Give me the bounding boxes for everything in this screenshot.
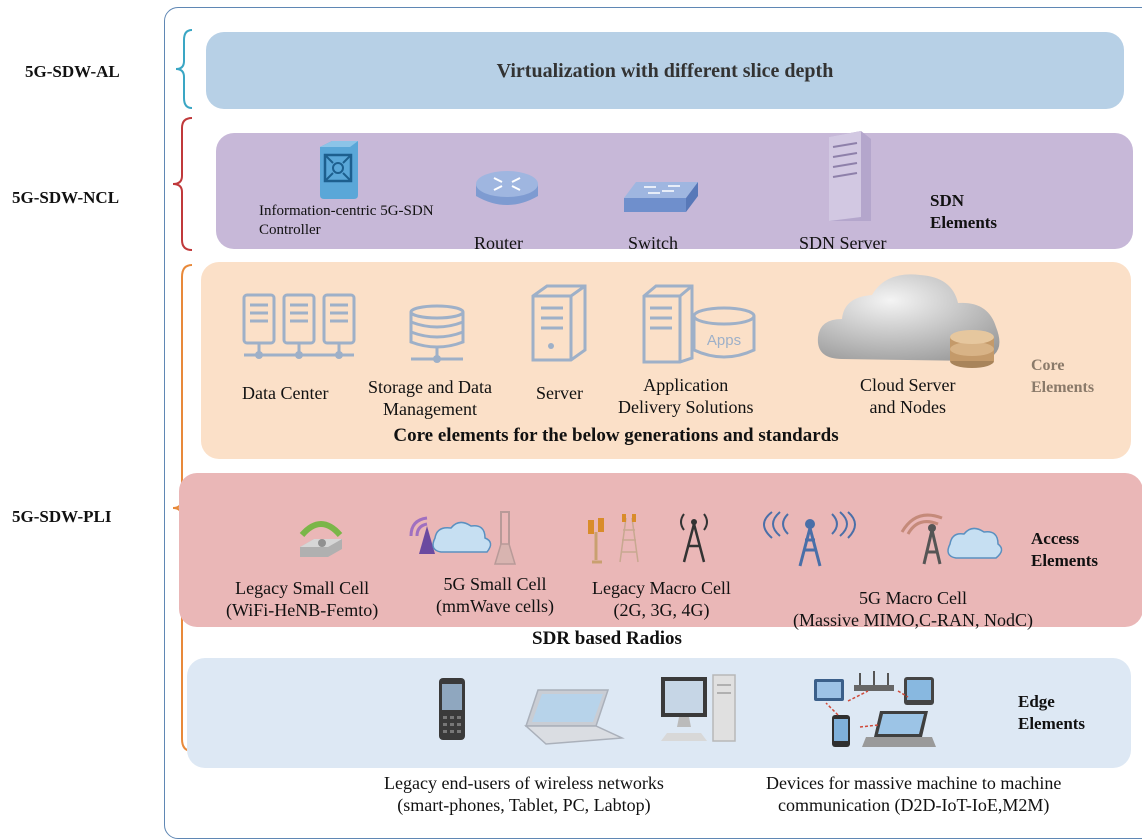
storage-label: Storage and Data Management [368, 376, 492, 420]
layer-label-ncl: 5G-SDW-NCL [12, 188, 120, 207]
controller-icon [320, 141, 358, 199]
server-label: Server [536, 383, 583, 403]
5g-macro-tower-icon [763, 511, 856, 567]
controller-label-line2: Controller [259, 222, 321, 238]
sdn-server-icon [829, 131, 871, 221]
access-section-line1: Access [1031, 529, 1080, 548]
layer-label-al: 5G-SDW-AL [25, 62, 120, 81]
storage-label-line2: Management [382, 399, 477, 419]
cloud-server-label-line1: Cloud Server [860, 375, 956, 395]
legacy-small-cell-label-line1: Legacy Small Cell [235, 578, 370, 598]
switch-label: Switch [628, 233, 679, 253]
cloud-server-label-line2: and Nodes [869, 397, 946, 417]
sdn-server-label: SDN Server [799, 233, 887, 253]
5g-macro-cell-label-line2: (Massive MIMO,C-RAN, NodC) [793, 610, 1033, 630]
app-delivery-label: Application Delivery Solutions [618, 374, 754, 418]
switch-icon [624, 182, 698, 212]
storage-icon [409, 304, 465, 363]
5g-macro-cell-label: 5G Macro Cell (Massive MIMO,C-RAN, NodC) [793, 587, 1033, 631]
desktop-pc-icon [661, 674, 736, 742]
5g-small-cell-label: 5G Small Cell (mmWave cells) [436, 573, 554, 617]
5g-macro-cell-label-line1: 5G Macro Cell [859, 588, 967, 608]
brace-pli [172, 264, 193, 752]
core-section-line1: Core [1031, 357, 1065, 374]
access-caption: SDR based Radios [532, 628, 682, 649]
legacy-end-users-line2: (smart-phones, Tablet, PC, Labtop) [397, 795, 651, 815]
application-layer-band [206, 32, 1124, 109]
legacy-macro-cell-label-line2: (2G, 3G, 4G) [613, 600, 710, 620]
edge-elements-section: Edge Elements [1018, 691, 1085, 735]
m2m-devices-line2: communication (D2D-IoT-IoE,M2M) [778, 795, 1050, 815]
router-icon [476, 171, 538, 205]
core-elements-section: Core Elements [1031, 355, 1094, 399]
legacy-small-cell-label: Legacy Small Cell (WiFi-HeNB-Femto) [226, 577, 378, 621]
sdn-section-line2: Elements [930, 213, 998, 232]
edge-elements-band [187, 658, 1131, 768]
access-section-line2: Elements [1031, 551, 1099, 570]
controller-label: Information-centric 5G-SDN Controller [259, 202, 434, 240]
access-elements-section: Access Elements [1031, 528, 1098, 572]
storage-label-line1: Storage and Data [368, 377, 492, 397]
smartphone-icon [439, 678, 465, 740]
edge-section-line2: Elements [1018, 714, 1086, 733]
data-center-icon [242, 293, 356, 359]
brace-al [175, 29, 193, 109]
core-caption: Core elements for the below generations … [393, 425, 839, 446]
5g-small-cell-label-line2: (mmWave cells) [436, 596, 555, 616]
m2m-devices-label: Devices for massive machine to machine c… [766, 772, 1061, 816]
5g-macro-cell-icon [900, 513, 1003, 565]
data-center-label: Data Center [242, 383, 329, 403]
app-delivery-label-line2: Delivery Solutions [618, 397, 754, 417]
brace-ncl [172, 117, 193, 251]
legacy-macro-cell-label: Legacy Macro Cell (2G, 3G, 4G) [592, 577, 731, 621]
core-section-line2: Elements [1031, 379, 1095, 396]
legacy-macro-cell-label-line1: Legacy Macro Cell [592, 578, 731, 598]
legacy-end-users-line1: Legacy end-users of wireless networks [384, 773, 664, 793]
controller-label-line1: Information-centric 5G-SDN [259, 203, 434, 219]
legacy-small-cell-label-line2: (WiFi-HeNB-Femto) [226, 600, 379, 620]
app-delivery-icon: Apps [642, 284, 756, 364]
m2m-devices-icon [814, 671, 936, 747]
sdn-elements-section: SDN Elements [930, 190, 997, 234]
sdn-section-line1: SDN [930, 191, 965, 210]
legacy-end-users-label: Legacy end-users of wireless networks (s… [384, 772, 664, 816]
edge-section-line1: Edge [1018, 692, 1055, 711]
legacy-macro-cell-icon [588, 513, 708, 564]
al-band-title: Virtualization with different slice dept… [496, 60, 834, 82]
laptop-icon [524, 689, 625, 745]
router-label: Router [474, 233, 523, 253]
app-delivery-label-line1: Application [643, 375, 729, 395]
cloud-server-label: Cloud Server and Nodes [860, 374, 955, 418]
server-icon [531, 284, 587, 362]
5g-small-cell-label-line1: 5G Small Cell [443, 574, 547, 594]
apps-icon-text: Apps [707, 332, 741, 349]
m2m-devices-line1: Devices for massive machine to machine [766, 773, 1062, 793]
legacy-small-cell-icon [299, 521, 343, 557]
layer-label-pli: 5G-SDW-PLI [12, 507, 112, 526]
cloud-server-icon [817, 274, 1000, 368]
5g-small-cell-icon [409, 511, 517, 565]
